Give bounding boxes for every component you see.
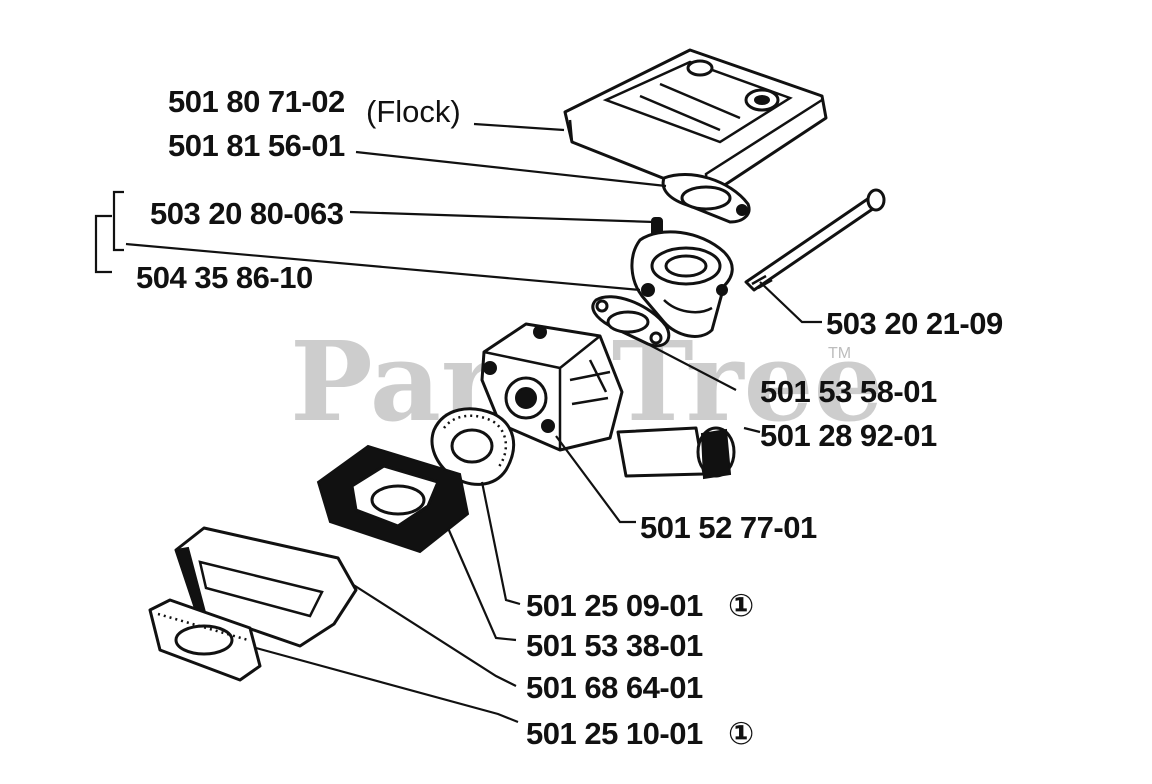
part-number-long-bolt: 503 20 21-09 [826,306,1003,341]
part-labels: 501 80 71-02 (Flock) 501 81 56-01 503 20… [136,84,1003,751]
part-number-screw: 503 20 80-063 [150,196,344,231]
leader-screw [349,210,655,224]
leader-flange-gasket [255,646,519,724]
leader-carb-gasket [639,339,737,391]
leader-filter-gasket [355,150,667,188]
leader-air-filter-cover [473,122,565,132]
filter-gasket-drawing [661,173,751,224]
watermark-trademark: TM [828,345,851,362]
part-note-flange-gasket: ① [728,716,754,751]
part-number-insulator-gasket: 501 25 09-01 [526,588,703,623]
part-note-air-filter-cover: (Flock) [366,94,461,129]
intake-insulator-drawing [316,444,470,554]
rubber-sleeve-drawing [616,426,736,480]
insulator-gasket-drawing [430,407,516,486]
part-note-insulator-gasket: ① [728,588,754,623]
bracket-outer [94,214,112,274]
leader-long-bolt [759,281,822,324]
flange-gasket-drawing [148,598,262,682]
leader-intake-insulator [446,527,517,642]
carb-gasket-drawing [591,295,671,348]
leader-rubber-sleeve [743,426,761,434]
bracket-group [112,190,124,252]
part-number-filter-gasket: 501 81 56-01 [168,128,345,163]
leader-filter-holder [125,242,641,292]
part-number-rubber-sleeve: 501 28 92-01 [760,418,937,453]
leader-carburetor [555,435,636,524]
leader-lines [94,122,822,724]
leader-intake-flange [351,583,517,687]
part-number-filter-holder: 504 35 86-10 [136,260,313,295]
carburetor-drawing [480,322,624,452]
leader-insulator-gasket [480,481,521,606]
part-number-intake-flange: 501 68 64-01 [526,670,703,705]
part-number-intake-insulator: 501 53 38-01 [526,628,703,663]
part-number-air-filter-cover: 501 80 71-02 [168,84,345,119]
long-bolt-drawing [744,188,886,292]
part-number-carb-gasket: 501 53 58-01 [760,374,937,409]
air-filter-cover-drawing [563,48,828,198]
part-number-carburetor: 501 52 77-01 [640,510,817,545]
filter-holder-drawing [630,230,734,338]
part-number-flange-gasket: 501 25 10-01 [526,716,703,751]
